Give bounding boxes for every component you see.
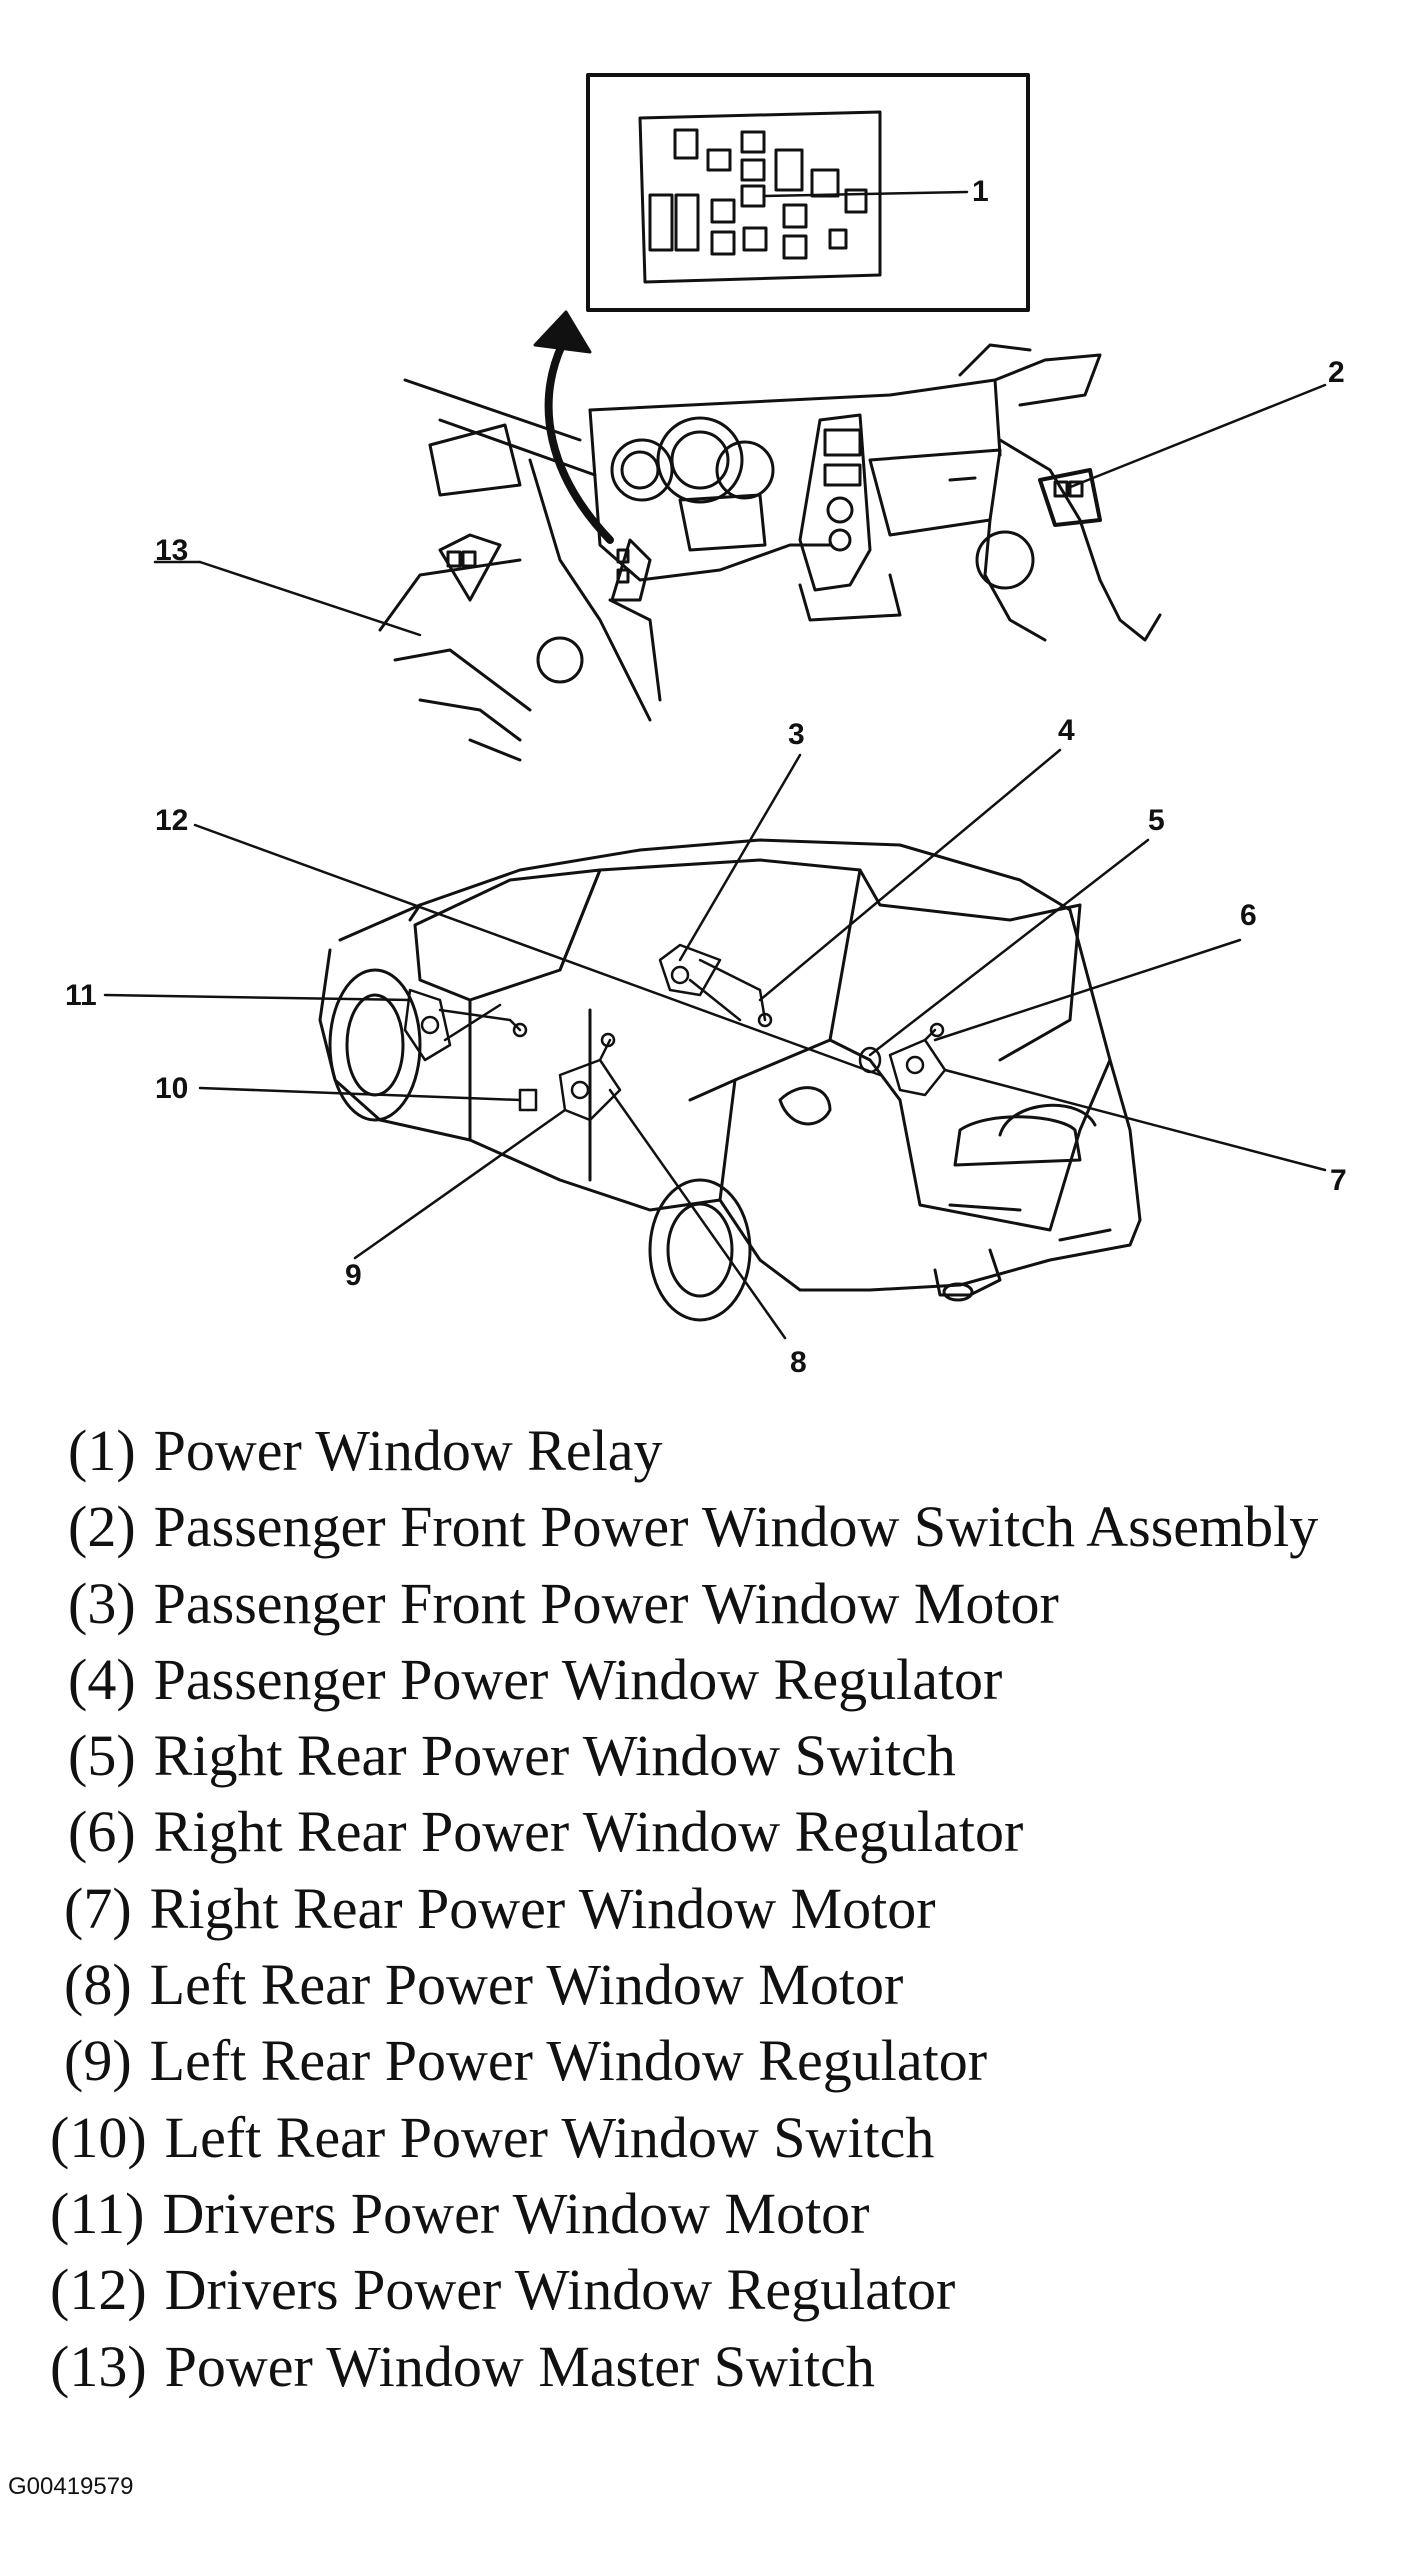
legend-item-9: (9)Left Rear Power Window Regulator (64, 2028, 988, 2093)
callout-labels: 1 2 3 4 5 6 7 8 9 10 11 12 13 (65, 175, 1347, 1379)
legend-item-11: (11)Drivers Power Window Motor (50, 2181, 870, 2246)
legend-item-7: (7)Right Rear Power Window Motor (64, 1876, 936, 1941)
leader-lines (103, 383, 1327, 1340)
legend-item-3: (3)Passenger Front Power Window Motor (68, 1571, 1059, 1636)
window-regulators (403, 943, 947, 1122)
callout-12: 12 (155, 804, 188, 837)
callout-2: 2 (1328, 356, 1345, 389)
callout-10: 10 (155, 1072, 188, 1105)
callout-1: 1 (972, 175, 989, 208)
callout-9: 9 (345, 1259, 362, 1292)
callout-4: 4 (1058, 714, 1075, 747)
diagram-figure: 1 2 3 4 5 6 7 8 9 10 11 12 13 (65, 73, 1347, 1379)
callout-8: 8 (790, 1346, 807, 1379)
legend-item-5: (5)Right Rear Power Window Switch (68, 1723, 956, 1788)
vehicle-body (318, 838, 1142, 1322)
legend-item-13: (13)Power Window Master Switch (50, 2334, 875, 2399)
legend-item-2: (2)Passenger Front Power Window Switch A… (68, 1494, 1319, 1559)
legend-item-12: (12)Drivers Power Window Regulator (50, 2257, 956, 2322)
callout-11: 11 (65, 979, 97, 1012)
callout-6: 6 (1240, 899, 1257, 932)
legend-item-6: (6)Right Rear Power Window Regulator (68, 1799, 1024, 1864)
legend-item-4: (4)Passenger Power Window Regulator (68, 1647, 1003, 1712)
figure-id: G00419579 (8, 2473, 134, 2500)
dashboard-view (378, 343, 1162, 762)
legend-item-8: (8)Left Rear Power Window Motor (64, 1952, 904, 2017)
legend-item-1: (1)Power Window Relay (68, 1418, 663, 1483)
callout-13: 13 (155, 534, 188, 567)
relay-box-inset (586, 73, 1030, 312)
callout-7: 7 (1330, 1164, 1347, 1197)
relay-location-arrow (533, 310, 614, 544)
callout-5: 5 (1148, 804, 1165, 837)
callout-3: 3 (788, 718, 805, 751)
legend-item-10: (10)Left Rear Power Window Switch (50, 2105, 935, 2170)
